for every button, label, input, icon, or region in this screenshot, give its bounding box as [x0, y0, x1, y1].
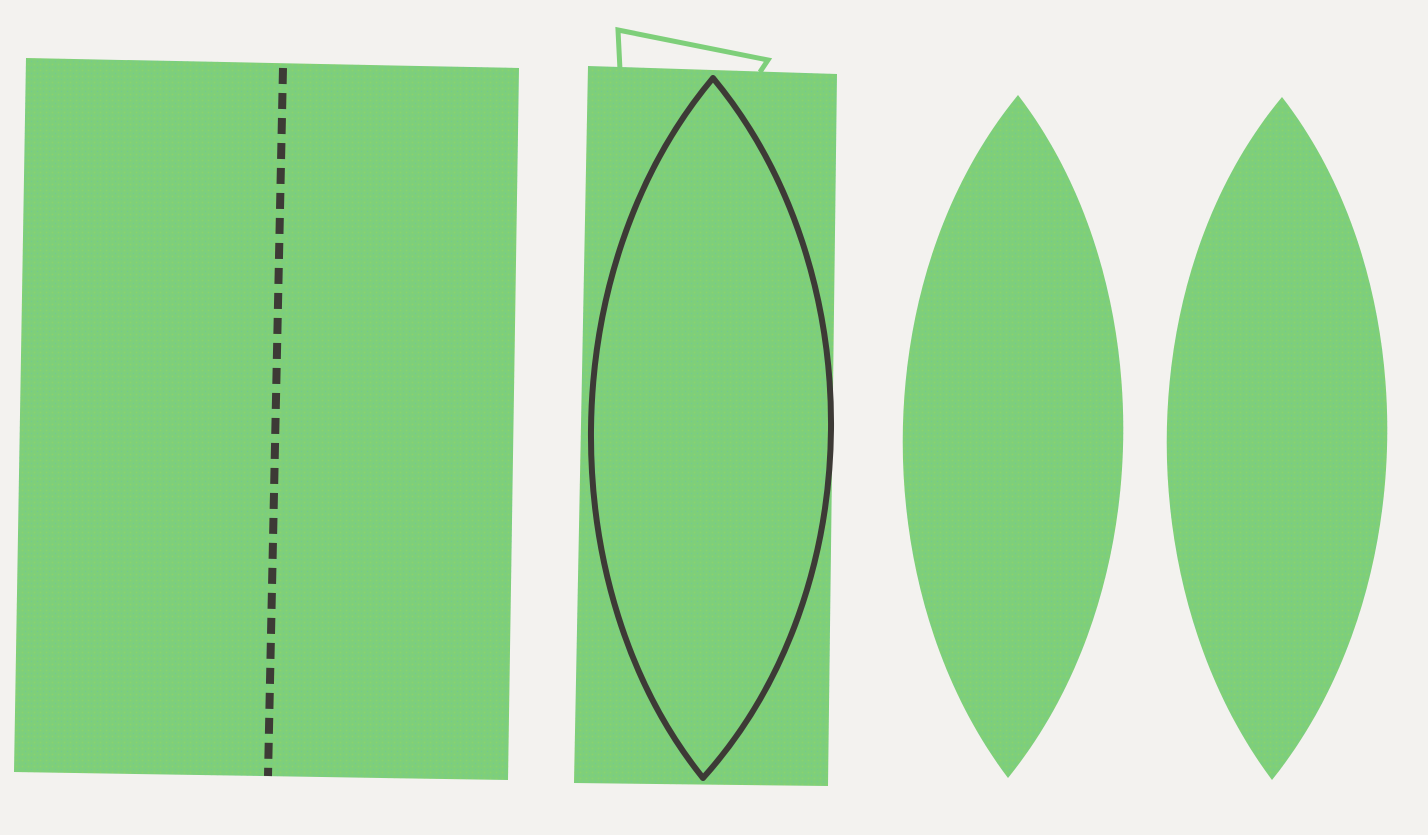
cut-leaf-2-texture — [1167, 97, 1388, 780]
cut-leaf-2 — [1167, 97, 1388, 780]
unfolded-sheet — [14, 58, 519, 780]
folded-tab-edge — [618, 30, 768, 72]
folded-sheet-with-outline — [574, 30, 837, 786]
cut-leaf-1 — [903, 95, 1124, 778]
folded-sheet-texture — [574, 66, 837, 786]
cut-leaf-1-texture — [903, 95, 1124, 778]
